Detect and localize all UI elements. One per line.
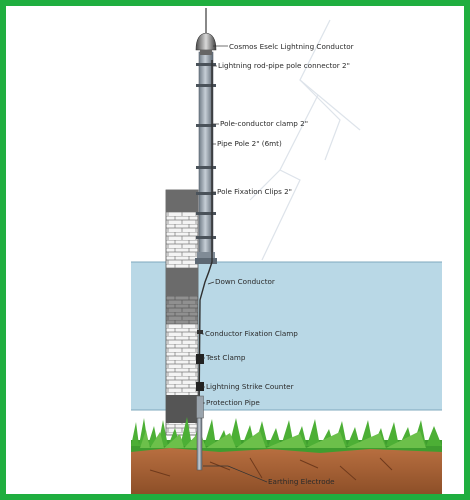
label-test-clamp: Test Clamp (205, 353, 246, 362)
background-lightning (249, 19, 361, 261)
brick-wall (165, 189, 199, 436)
label-clamp: Pole-conductor clamp 2" (220, 119, 308, 128)
label-strike-counter: Lightning Strike Counter (206, 382, 294, 391)
labels: Cosmos Eselc Lightning Conductor Lightni… (205, 42, 354, 486)
lightning-conductor-head (195, 8, 217, 55)
soil (131, 448, 442, 494)
label-conductor: Cosmos Eselc Lightning Conductor (229, 42, 354, 51)
label-earthing-electrode: Earthing Electrode (268, 477, 335, 486)
label-pipe-pole: Pipe Pole 2" (6mt) (217, 139, 282, 148)
pole-clamps (196, 63, 216, 239)
test-clamp-box (196, 354, 204, 364)
label-fixation-clips: Pole Fixation Clips 2" (217, 187, 292, 196)
earthing-electrode (196, 417, 203, 471)
label-connector: Lightning rod-pipe pole connector 2" (218, 61, 350, 70)
label-protection-pipe: Protection Pipe (206, 398, 260, 407)
label-conductor-fixation: Conductor Fixation Clamp (205, 329, 298, 338)
down-conductor (196, 60, 213, 419)
label-down-conductor: Down Conductor (215, 277, 275, 286)
strike-counter-box (196, 382, 204, 391)
protection-pipe (196, 395, 204, 419)
leader-lines (202, 45, 268, 483)
grass (131, 417, 442, 454)
